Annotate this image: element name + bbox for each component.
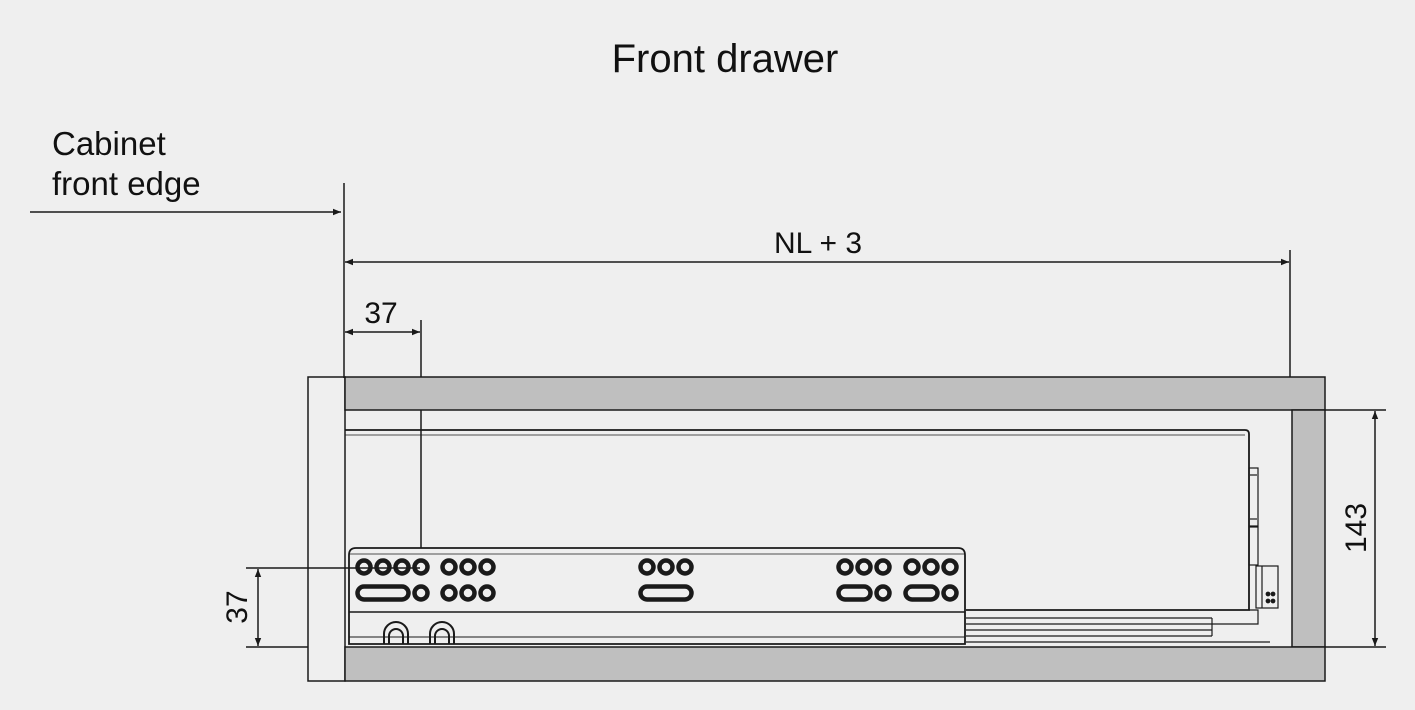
cabinet-back-panel: [1291, 409, 1326, 648]
cabinet-label-line1: Cabinet: [52, 125, 166, 162]
cabinet-label-line2: front edge: [52, 165, 201, 202]
drawer-side: [345, 429, 1250, 611]
runner-body: [348, 547, 966, 645]
diagram-title: Front drawer: [612, 37, 839, 81]
vertical-offset-label: 37: [221, 590, 254, 623]
cabinet-top-panel: [344, 376, 1326, 411]
length-dimension-label: NL + 3: [774, 227, 862, 260]
cabinet-bottom-panel: [344, 646, 1326, 682]
rear-bracket: [1212, 467, 1279, 625]
runner-rails: [966, 617, 1270, 643]
height-dimension-label: 143: [1340, 503, 1373, 553]
horizontal-offset-label: 37: [364, 297, 397, 330]
runner-rollers: [383, 621, 455, 644]
front-panel: [307, 376, 346, 682]
runner-mounting-holes: [355, 558, 959, 602]
